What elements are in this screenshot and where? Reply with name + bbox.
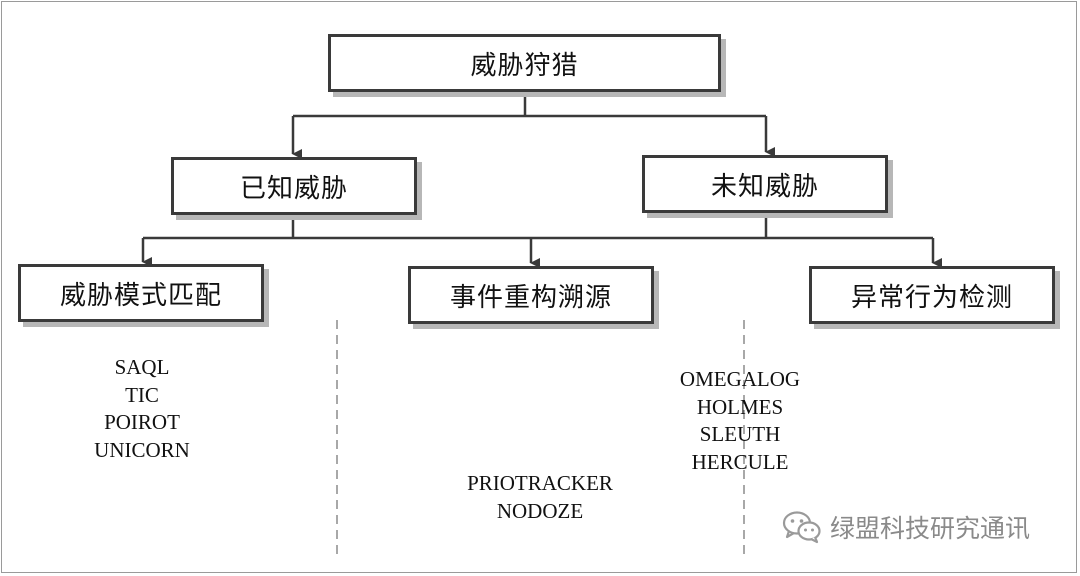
tool-item: HOLMES: [696, 394, 784, 419]
tool-item: POIROT: [104, 410, 180, 434]
tool-item: SAQL: [114, 355, 170, 379]
tool-item: HERCULE: [691, 449, 789, 474]
tool-item: UNICORN: [94, 437, 190, 462]
event-reconstruction-tools: PRIOTRACKER NODOZE: [450, 470, 630, 525]
leaf-pattern-matching: 威胁模式匹配: [18, 264, 264, 322]
pattern-matching-tools: SAQL TIC POIROT UNICORN: [72, 354, 212, 464]
watermark: 绿盟科技研究通讯: [782, 505, 1030, 549]
branch-unknown-threats: 未知威胁: [642, 155, 888, 213]
leaf-anomaly-detection: 异常行为检测: [809, 266, 1055, 324]
wechat-icon: [782, 511, 821, 544]
tool-item: TIC: [125, 382, 159, 407]
anomaly-detection-tools: OMEGALOG HOLMES SLEUTH HERCULE: [660, 366, 820, 476]
tool-item: SLEUTH: [699, 422, 781, 446]
root-node: 威胁狩猎: [328, 34, 721, 92]
branch-known-threats: 已知威胁: [171, 157, 417, 215]
watermark-text: 绿盟科技研究通讯: [830, 514, 1031, 543]
leaf-event-reconstruction: 事件重构溯源: [408, 266, 654, 324]
tool-item: PRIOTRACKER: [467, 471, 613, 495]
tool-item: OMEGALOG: [679, 367, 801, 391]
tool-item: NODOZE: [496, 498, 584, 523]
